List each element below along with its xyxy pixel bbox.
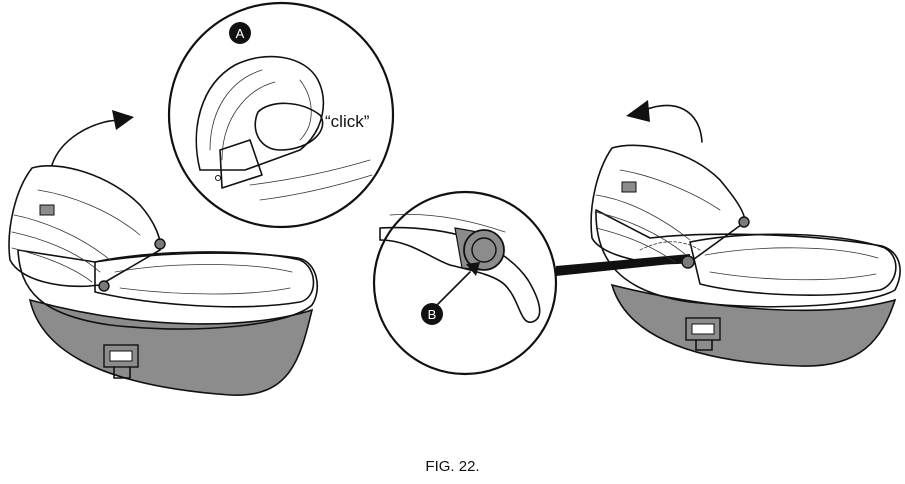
right-hinge-knob-lower [681, 255, 695, 269]
right-bassinet-base [610, 283, 897, 367]
callout-b-letter: B [428, 307, 437, 322]
right-bassinet-rim [689, 233, 897, 296]
right-bassinet-hood [590, 144, 746, 265]
left-bassinet-rim [94, 251, 315, 308]
detail-circle-b: B [372, 190, 558, 376]
curved-arrow-up-icon [51, 119, 119, 166]
callout-b-badge [421, 303, 443, 325]
left-bassinet [8, 110, 319, 396]
pointer-arrow-icon [435, 271, 471, 307]
left-bassinet-base [28, 298, 314, 396]
left-bassinet-body [17, 249, 319, 330]
click-label: “click” [325, 112, 370, 131]
detail-connector [556, 254, 690, 276]
figure-caption: FIG. 22. [425, 458, 480, 475]
right-bassinet [590, 100, 901, 367]
callout-a-letter: A [236, 26, 245, 41]
left-hinge-knob-upper [154, 238, 166, 250]
left-hinge-knob-lower [98, 280, 110, 292]
callout-a-badge [229, 22, 251, 44]
detail-circle-a: “click” A [167, 1, 395, 229]
right-hinge-knob-upper [738, 216, 750, 228]
curved-arrow-down-icon [644, 104, 703, 143]
